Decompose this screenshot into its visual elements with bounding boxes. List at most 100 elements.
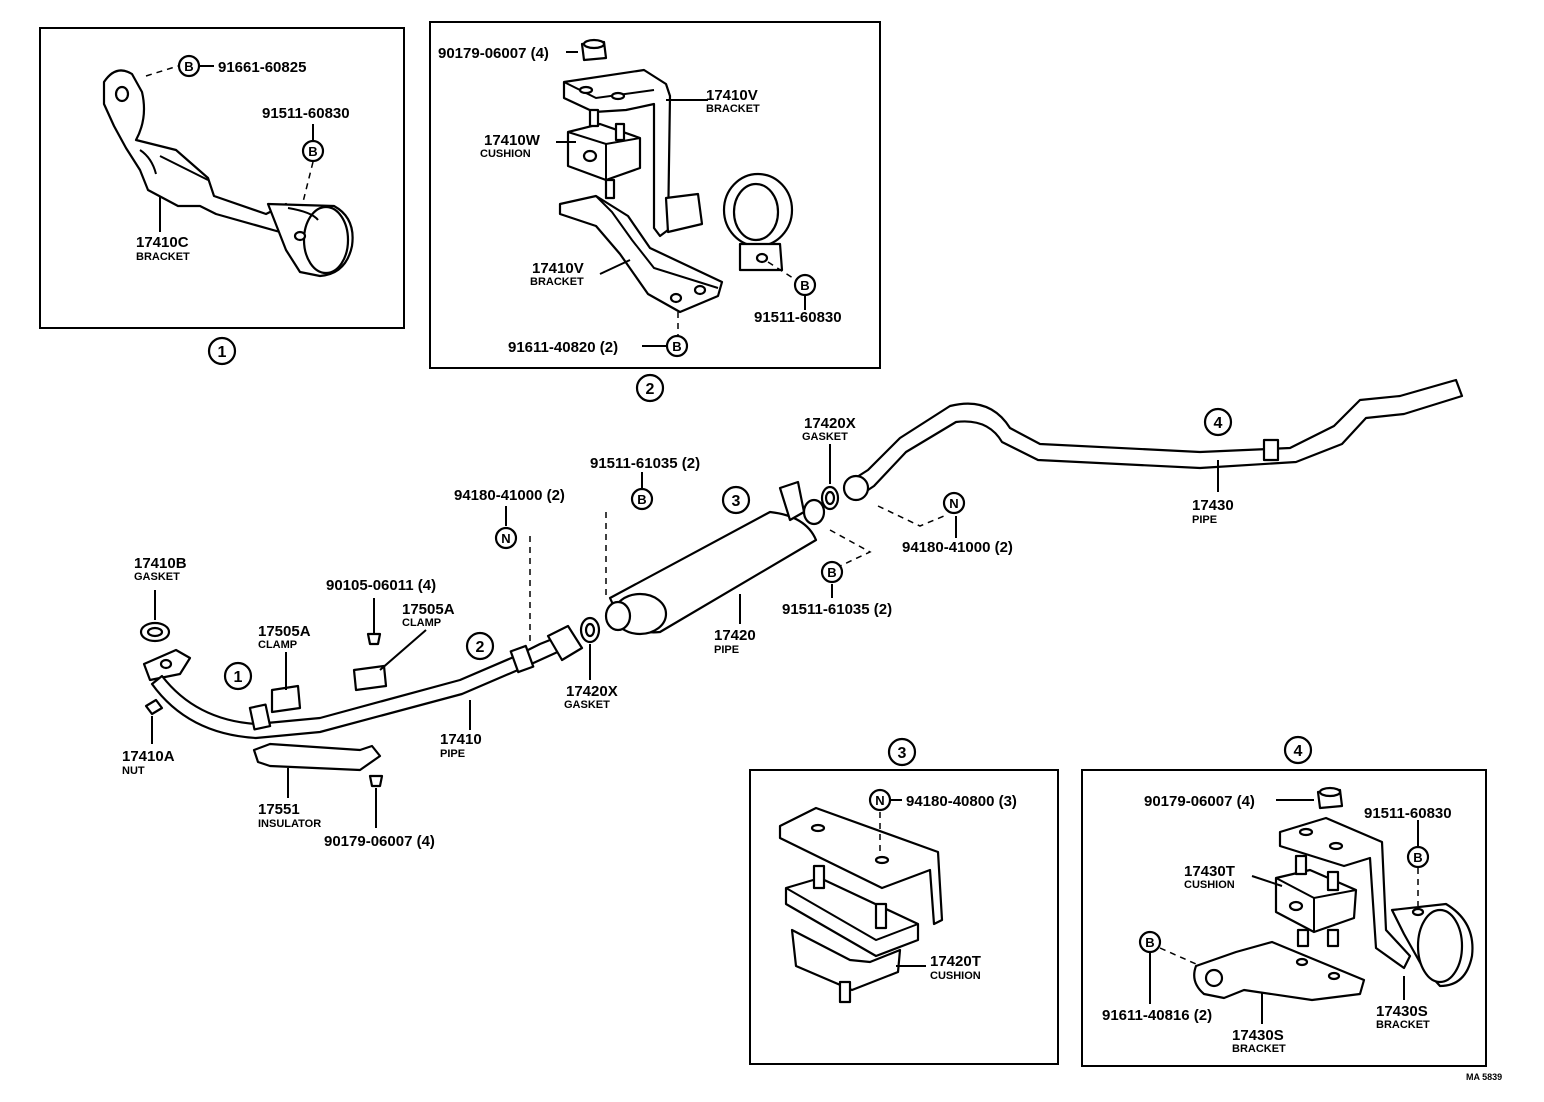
callout-1-box-num: 1 [218,344,227,361]
callout-3-main [721,485,751,515]
detail-box-1-frame [39,27,405,329]
detail-box-1: B B 91661-60825 91511-60830 17410C BRACK… [39,27,405,366]
part-91511-60830-box4: 91511-60830 [1364,805,1452,822]
callout-2-main [465,631,495,661]
part-17505a-right-desc: CLAMP [402,617,441,629]
bolt-symbol-rear [820,560,844,584]
part-17410c-desc: BRACKET [136,251,190,263]
nut-top-drawing [580,38,608,62]
callout-4-box [1283,735,1313,765]
leader-bolt-rear [829,529,872,567]
lower-bracket-17410v-drawing [558,194,724,314]
part-90179-06007-box2: 90179-06007 (4) [438,45,549,62]
box4-nut-drawing [1316,786,1344,810]
part-90105-06011: 90105-06011 (4) [326,577,436,594]
box4-ring-clamp-drawing [1390,902,1474,988]
part-17551: 17551 [258,801,300,818]
part-17410w: 17410W [484,132,541,149]
bolt-symbol-box4b [1138,930,1162,954]
callout-4-main-num: 4 [1214,415,1223,432]
box4-lower-bracket-drawing [1193,940,1366,1002]
part-17410a: 17410A [122,748,175,765]
ring-clamp-drawing [722,172,794,272]
part-17410v-upper-desc: BRACKET [706,103,760,115]
part-91511-60830-box2: 91511-60830 [754,309,842,326]
part-17430: 17430 [1192,497,1234,514]
leader-clamp-right [379,629,427,671]
callout-3-box [887,737,917,767]
insulator-17551-drawing [252,742,382,772]
part-91511-61035-rear: 91511-61035 (2) [782,601,892,618]
callout-2-box-num: 2 [646,381,655,398]
detail-box-3-frame [749,769,1059,1065]
bolt-symbol-mid-letter: B [637,492,646,507]
bolt-symbol-1a-letter: B [184,59,193,74]
part-17420-desc: PIPE [714,644,739,656]
bolt-symbol-rear-letter: B [827,565,836,580]
callout-1-main-num: 1 [234,669,243,686]
leader-lower-bracket [599,259,631,275]
bolt-symbol-2b [665,334,689,358]
nut-symbol-box3 [868,788,892,812]
detail-box-2: B B 90179-06007 (4) 17410V BRACKET 17410… [429,21,881,403]
callout-2-main-num: 2 [476,639,485,656]
bolt-symbol-1a [177,54,201,78]
bolt-symbol-box4b-letter: B [1145,935,1154,950]
tail-pipe-drawing [844,378,1464,500]
leader-nut-rear [877,505,945,527]
mid-flange-drawing [546,624,584,662]
part-17551-desc: INSULATOR [258,818,321,830]
part-17505a-left: 17505A [258,623,311,640]
part-17505a-left-desc: CLAMP [258,639,297,651]
box4-upper-bracket-drawing [1278,816,1412,970]
tail-pipe-clamp-drawing [1262,438,1280,462]
diagram-code: MA 5839 [1466,1072,1502,1082]
leader-b-top [145,65,179,77]
bolt-symbol-1b-letter: B [308,144,317,159]
clamp-left-drawing [270,684,302,714]
part-17410b: 17410B [134,555,187,572]
part-17410w-desc: CUSHION [480,148,531,160]
part-17420: 17420 [714,627,756,644]
part-17410a-desc: NUT [122,765,145,777]
detail-box-3: 3 N 94180-40800 (3) 17420T CUSHION [749,737,1059,1065]
bolt-symbol-mid [630,487,654,511]
part-91511-61035-mid: 91511-61035 (2) [590,455,700,472]
part-17505a-right: 17505A [402,601,455,618]
cushion-17410w-drawing [566,108,642,200]
part-17420x-mid: 17420X [566,683,618,700]
part-90179-06007-main: 90179-06007 (4) [324,833,435,850]
callout-3-box-num: 3 [898,745,907,762]
part-17430s-left-desc: BRACKET [1232,1043,1286,1055]
part-17420t-desc: CUSHION [930,970,981,982]
bolt-symbol-1b [301,139,325,163]
nut-symbol-rear-letter: N [949,496,958,511]
nut-symbol-mid-letter: N [501,531,510,546]
part-94180-41000-mid: 94180-41000 (2) [454,487,565,504]
callout-1-box [207,336,237,366]
clamp-ring-drawing [266,202,354,278]
part-17430t: 17430T [1184,863,1235,880]
detail-box-4-frame [1081,769,1487,1067]
part-91611-40820: 91611-40820 (2) [508,339,618,356]
box4-leader-bolt-left [1159,947,1197,965]
leader-b-right [301,161,314,207]
bolt-symbol-box4a [1406,845,1430,869]
part-94180-41000-rear: 94180-41000 (2) [902,539,1013,556]
part-17430-desc: PIPE [1192,514,1217,526]
part-17420x-rear: 17420X [804,415,856,432]
part-17420t: 17420T [930,953,981,970]
nut-symbol-mid [494,526,518,550]
part-17410b-desc: GASKET [134,571,180,583]
box3-bracket-drawing [778,806,944,926]
part-17430t-desc: CUSHION [1184,879,1235,891]
box4-cushion-17430t-drawing [1274,854,1358,948]
main-assembly: N B N B 1 2 3 4 17410B GASKET 17410A NUT… [122,378,1464,850]
part-17410v-upper: 17410V [706,87,758,104]
nut-symbol-box3-letter: N [875,793,884,808]
callout-2-box [635,373,665,403]
part-17410v-lower: 17410V [532,260,584,277]
part-17410c: 17410C [136,234,189,251]
bolt-symbol-box4a-letter: B [1413,850,1422,865]
